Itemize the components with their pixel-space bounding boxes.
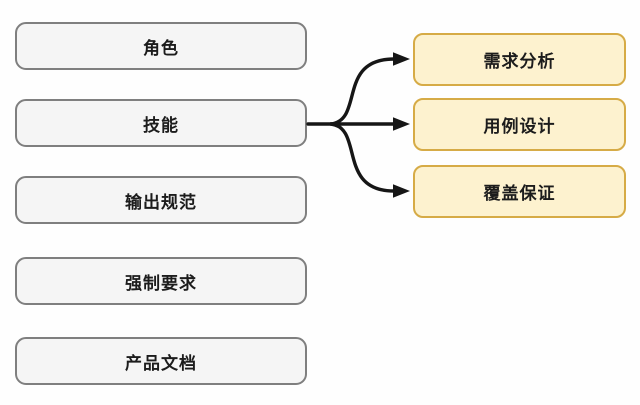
- arrow-skills-to-use-case-design: [306, 117, 410, 131]
- node-requirement-analysis: 需求分析: [413, 33, 626, 86]
- node-output-spec-label: 输出规范: [125, 192, 197, 212]
- node-skills: 技能: [15, 99, 307, 147]
- node-mandatory-requirements: 强制要求: [15, 257, 307, 305]
- arrow-skills-to-requirement-analysis: [329, 52, 410, 126]
- node-coverage-guarantee: 覆盖保证: [413, 165, 626, 218]
- node-requirement-analysis-label: 需求分析: [483, 52, 556, 71]
- node-output-spec: 输出规范: [15, 176, 307, 224]
- node-use-case-design-label: 用例设计: [483, 117, 556, 136]
- arrow-skills-to-coverage-guarantee: [329, 122, 410, 198]
- node-coverage-guarantee-label: 覆盖保证: [483, 184, 556, 203]
- node-skills-label: 技能: [143, 115, 179, 135]
- node-product-docs-label: 产品文档: [125, 353, 197, 373]
- node-use-case-design: 用例设计: [413, 98, 626, 151]
- node-role: 角色: [15, 22, 307, 70]
- node-product-docs: 产品文档: [15, 337, 307, 385]
- node-mandatory-requirements-label: 强制要求: [125, 273, 197, 293]
- node-role-label: 角色: [143, 38, 179, 58]
